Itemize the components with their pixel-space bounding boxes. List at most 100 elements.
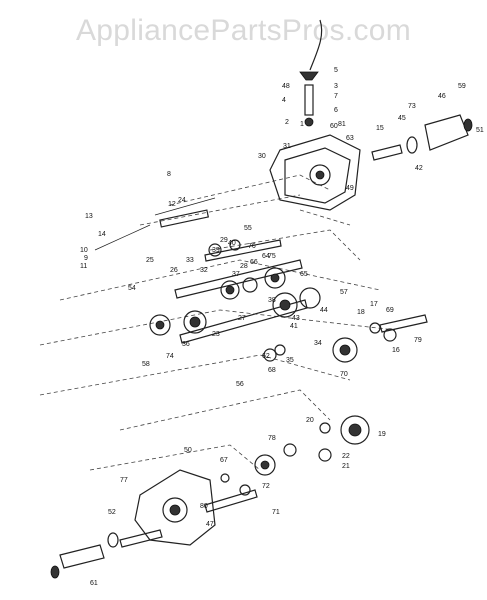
- assembly-guide-lines: [39, 174, 396, 471]
- callout: 44: [320, 307, 328, 314]
- housing-cover: [269, 134, 361, 211]
- shaft-a: [174, 259, 303, 299]
- differential-gear: [318, 415, 370, 462]
- callout: 28: [240, 263, 248, 270]
- axle-hub: [424, 114, 469, 151]
- gear-shafts: [149, 239, 358, 363]
- callout: 5: [334, 67, 338, 74]
- right-shaft: [369, 314, 428, 342]
- callout: 70: [340, 371, 348, 378]
- callout: 30: [258, 153, 266, 160]
- callout: 37: [232, 271, 240, 278]
- callout: 2: [285, 119, 289, 126]
- lever-shaft: [304, 84, 314, 116]
- watermark: AppliancePartsPros.com: [75, 14, 412, 47]
- callout: 78: [268, 435, 276, 442]
- callout: 25: [146, 257, 154, 264]
- callout: 18: [357, 309, 365, 316]
- callout: 4: [282, 97, 286, 104]
- callout: 67: [220, 457, 228, 464]
- callout: 38: [268, 297, 276, 304]
- lower-housing: [134, 469, 216, 546]
- callout: 81: [338, 121, 346, 128]
- callout: 59: [458, 83, 466, 90]
- callout: 45: [398, 115, 406, 122]
- callout: 73: [408, 103, 416, 110]
- callout: 74: [166, 353, 174, 360]
- callout: 10: [80, 247, 88, 254]
- callout: 19: [378, 431, 386, 438]
- callout: 75: [268, 253, 276, 260]
- callout: 66: [250, 259, 258, 266]
- callout: 57: [340, 289, 348, 296]
- callout: 72: [262, 483, 270, 490]
- callout: 3: [334, 83, 338, 90]
- axle-shaft: [371, 144, 403, 161]
- callout: 47: [206, 521, 214, 528]
- callout: 56: [236, 381, 244, 388]
- callout: 55: [244, 225, 252, 232]
- callout: 33: [186, 257, 194, 264]
- callout: 58: [142, 361, 150, 368]
- callout: 7: [334, 93, 338, 100]
- part-callouts: 5 48 3 2 4 1 6 7 8 9 10 11 12 13 14 15 1…: [80, 67, 484, 587]
- shift-lever: [309, 19, 323, 71]
- callout: 35: [286, 357, 294, 364]
- callout: 29: [220, 237, 228, 244]
- callout: 34: [314, 340, 322, 347]
- shift-fork-group: [94, 197, 216, 251]
- callout: 1: [300, 121, 304, 128]
- callout: 13: [85, 213, 93, 220]
- callout: 15: [376, 125, 384, 132]
- callout: 71: [272, 509, 280, 516]
- callout: 31: [283, 143, 291, 150]
- callout: 36: [182, 341, 190, 348]
- callout: 9: [84, 255, 88, 262]
- callout: 76: [248, 243, 256, 250]
- callout: 6: [334, 107, 338, 114]
- axle-washer: [406, 136, 418, 154]
- callout: 39: [212, 247, 220, 254]
- callout: 60: [330, 123, 338, 130]
- callout: 68: [268, 367, 276, 374]
- housing-case: [134, 469, 216, 546]
- callout: 48: [282, 83, 290, 90]
- callout: 50: [184, 447, 192, 454]
- callout: 77: [120, 477, 128, 484]
- shaft-c: [204, 239, 282, 262]
- upper-housing: [269, 134, 361, 211]
- callout: 54: [128, 285, 136, 292]
- callout: 80: [200, 503, 208, 510]
- callout: 41: [290, 323, 298, 330]
- callout: 11: [80, 263, 87, 270]
- callout: 79: [414, 337, 422, 344]
- lever-boot: [299, 71, 319, 81]
- callout: 61: [90, 580, 98, 587]
- upper-axle: [371, 114, 473, 161]
- callout: 26: [170, 267, 178, 274]
- callout: 32: [200, 267, 208, 274]
- callout: 17: [370, 301, 378, 308]
- callout: 14: [98, 231, 106, 238]
- callout: 49: [346, 185, 354, 192]
- callout: 62: [262, 353, 270, 360]
- callout: 52: [108, 509, 116, 516]
- callout: 69: [386, 307, 394, 314]
- callout: 64: [262, 253, 270, 260]
- callout: 27: [238, 315, 246, 322]
- callout: 23: [212, 331, 220, 338]
- callout: 40: [228, 240, 236, 247]
- callout: 16: [392, 347, 400, 354]
- callout: 24: [178, 197, 186, 204]
- callout: 42: [415, 165, 423, 172]
- callout: 63: [346, 135, 354, 142]
- callout: 8: [167, 171, 171, 178]
- callout: 22: [342, 453, 350, 460]
- lower-axle: [50, 529, 163, 579]
- callout: 65: [300, 271, 308, 278]
- lever-nut: [304, 117, 314, 127]
- callout: 51: [476, 127, 484, 134]
- callout: 46: [438, 93, 446, 100]
